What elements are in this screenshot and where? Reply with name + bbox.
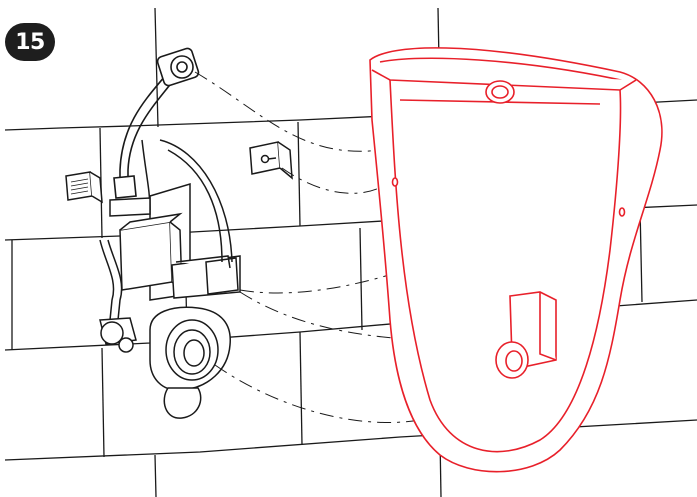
step-number-badge: 15 [5,23,55,61]
water-supply-hose [113,47,200,199]
sensor-module [65,171,103,204]
urinal-bowl [369,47,663,473]
drain-trap [149,306,231,419]
wall-bracket [249,141,293,180]
step-number: 15 [15,29,45,55]
flush-valve-assembly [99,139,241,353]
